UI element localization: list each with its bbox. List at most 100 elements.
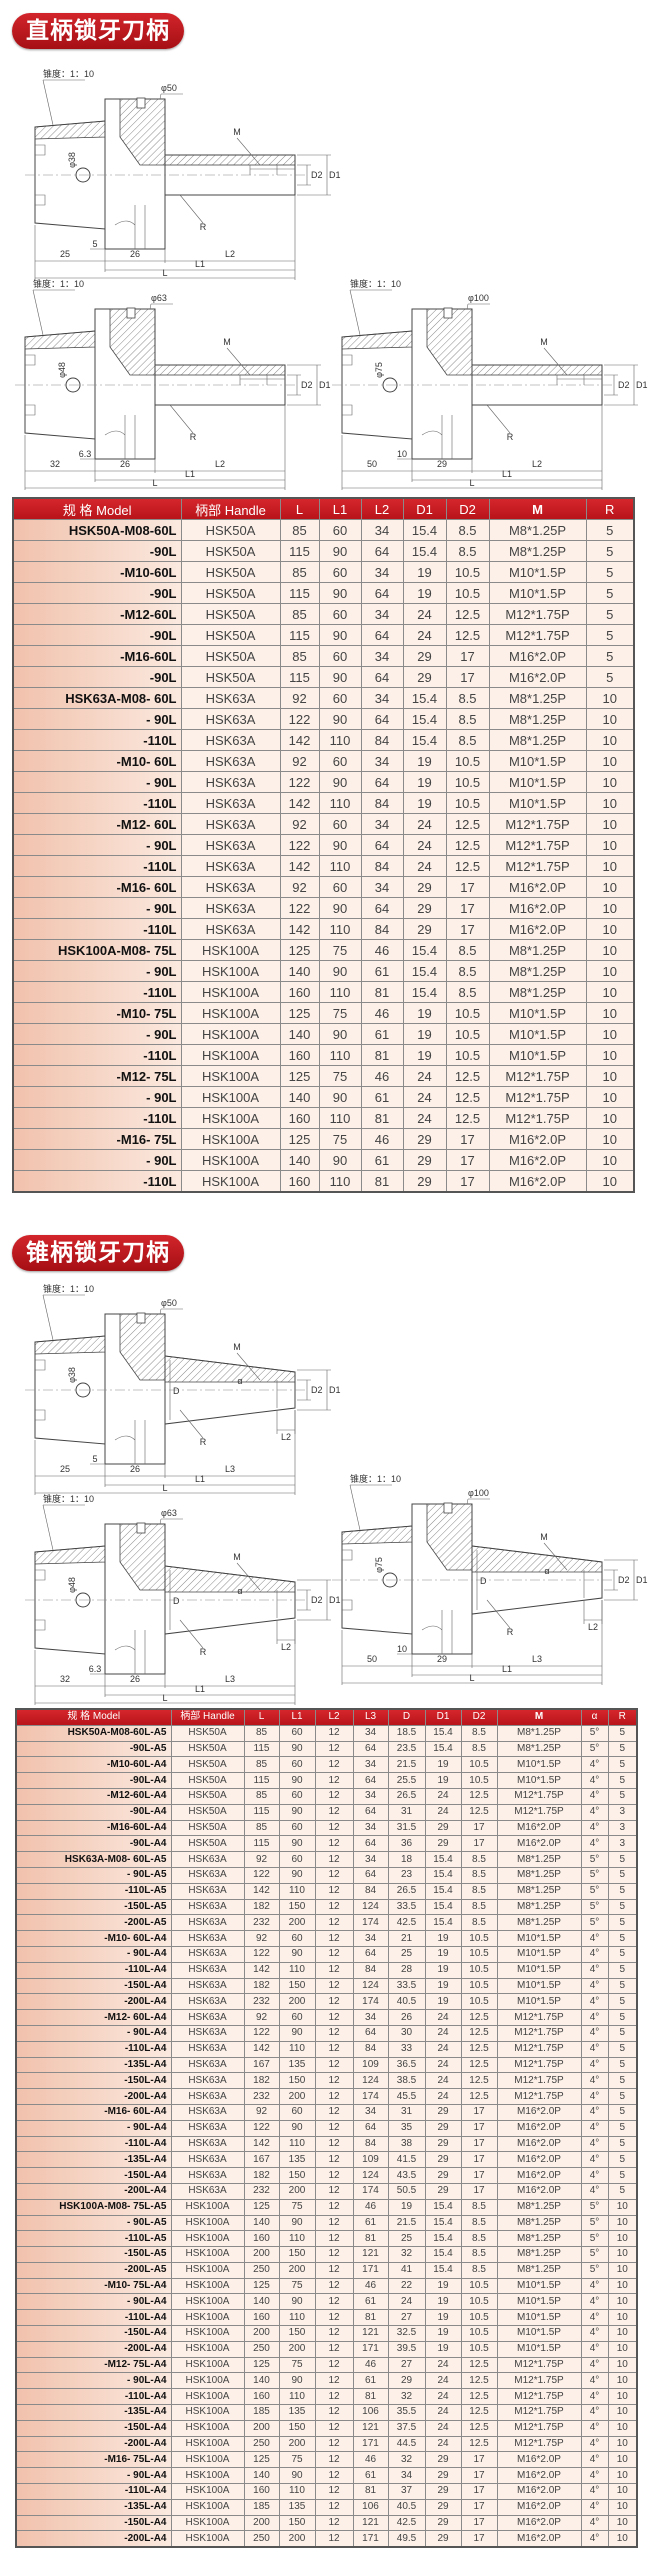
spec-cell: HSK63A <box>170 2135 245 2153</box>
spec-cell: 12 <box>314 2214 354 2232</box>
spec-cell: 10 <box>607 2388 638 2406</box>
spec-cell: 12 <box>314 2024 354 2042</box>
spec-cell: 8.5 <box>460 2246 498 2263</box>
flange-section <box>119 1523 166 1591</box>
hsk-cone-section <box>34 1545 106 1565</box>
model-cell: -M12- 60L-A4 <box>15 2009 172 2026</box>
spec-cell: M16*2.0P <box>496 1835 582 1853</box>
spec-cell: 10 <box>607 2419 638 2437</box>
spec-cell: 122 <box>243 2119 280 2137</box>
spec-cell: HSK100A <box>180 1128 281 1150</box>
spec-cell: 12 <box>314 2419 354 2437</box>
spec-cell: HSK100A <box>180 1149 281 1171</box>
column-header: 柄部 Handle <box>170 1708 245 1726</box>
spec-cell: 5 <box>607 2182 638 2200</box>
spec-cell: 4° <box>580 1772 609 1789</box>
spec-cell: 15.4 <box>402 687 447 709</box>
spec-cell: HSK63A <box>180 855 281 877</box>
spec-cell: M8*1.25P <box>496 2198 582 2216</box>
spec-cell: 140 <box>279 1086 320 1108</box>
spec-cell: 5 <box>607 2072 638 2090</box>
spec-cell: 4° <box>580 2135 609 2153</box>
spec-cell: 12 <box>314 1898 354 1916</box>
spec-cell: HSK63A <box>170 2103 245 2121</box>
spec-cell: M12*1.75P <box>488 834 587 856</box>
hsk-cone-section <box>34 120 106 140</box>
spec-cell: 90 <box>318 540 362 562</box>
dimension-label-gap: 5 <box>92 1454 97 1464</box>
dimension-label-m: M <box>540 1532 548 1542</box>
dimension-label-seg3: L2 <box>215 459 225 469</box>
spec-cell: 10 <box>607 2293 638 2311</box>
spec-cell: 25 <box>387 2230 426 2248</box>
spec-cell: M8*1.25P <box>496 2230 582 2248</box>
spec-cell: 142 <box>243 2135 280 2153</box>
l2-dimension <box>276 1620 296 1644</box>
spec-cell: 92 <box>243 2103 280 2121</box>
spec-cell: 24 <box>402 603 447 625</box>
spec-cell: 12 <box>314 2451 354 2469</box>
dimension-label-seg2: 26 <box>130 1674 140 1684</box>
dimension-label-d2: D2 <box>301 380 313 390</box>
spec-cell: 17 <box>460 2135 498 2153</box>
spec-cell: M16*2.0P <box>488 645 587 667</box>
spec-cell: 200 <box>243 2419 280 2437</box>
spec-cell: 125 <box>279 1065 320 1087</box>
dimension-label-m: M <box>233 1342 241 1352</box>
spec-cell: 17 <box>460 2498 498 2516</box>
spec-cell: 10.5 <box>445 750 490 772</box>
dimension-label-gap: 6.3 <box>89 1664 102 1674</box>
spec-cell: 19 <box>402 792 447 814</box>
spec-cell: 12 <box>314 1914 354 1932</box>
spec-cell: 34 <box>352 1819 389 1837</box>
spec-cell: 25.5 <box>387 1772 426 1789</box>
spec-cell: 12 <box>314 2325 354 2342</box>
spec-cell: 41 <box>387 2261 426 2279</box>
spec-cell: 12 <box>314 2404 354 2421</box>
model-cell: -90L <box>12 582 182 604</box>
spec-cell: 5 <box>585 624 635 646</box>
model-cell: - 90L <box>12 897 182 919</box>
spec-cell: 34 <box>387 2467 426 2485</box>
spec-cell: 142 <box>243 1961 280 1979</box>
spec-cell: 38.5 <box>387 2072 426 2090</box>
spec-cell: 85 <box>279 645 320 667</box>
spec-cell: 115 <box>243 1835 280 1853</box>
spec-cell: 75 <box>318 1002 362 1024</box>
spec-cell: 90 <box>318 771 362 793</box>
dimension-label-d2: D2 <box>311 1385 323 1395</box>
spec-cell: 24 <box>424 2009 462 2026</box>
spec-cell: 135 <box>278 2151 316 2169</box>
spec-cell: M8*1.25P <box>496 1740 582 1758</box>
spec-cell: M16*2.0P <box>496 2103 582 2121</box>
spec-cell: 15.4 <box>402 540 447 562</box>
spec-cell: 115 <box>279 624 320 646</box>
spec-cell: 124 <box>352 2072 389 2090</box>
spec-cell: M16*2.0P <box>496 2498 582 2516</box>
spec-cell: 10 <box>607 2483 638 2500</box>
spec-cell: 110 <box>318 855 362 877</box>
spec-cell: 10.5 <box>445 771 490 793</box>
column-header: M <box>488 497 587 520</box>
spec-cell: 135 <box>278 2056 316 2074</box>
dimension-label-r: R <box>200 1437 207 1447</box>
spec-cell: 22 <box>387 2277 426 2295</box>
spec-cell: 64 <box>352 1740 389 1758</box>
spec-cell: 32 <box>387 2451 426 2469</box>
spec-cell: 160 <box>243 2483 280 2500</box>
spec-cell: 12.5 <box>460 2088 498 2105</box>
column-header: R <box>607 1708 638 1726</box>
dimension-label-l1: L1 <box>195 259 205 269</box>
spec-cell: 10 <box>585 939 635 961</box>
l2-dimension <box>583 1600 603 1624</box>
spec-cell: 10.5 <box>445 582 490 604</box>
spec-cell: HSK63A <box>180 792 281 814</box>
spec-cell: 250 <box>243 2261 280 2279</box>
spec-cell: 90 <box>278 1803 316 1821</box>
spec-cell: 32.5 <box>387 2325 426 2342</box>
